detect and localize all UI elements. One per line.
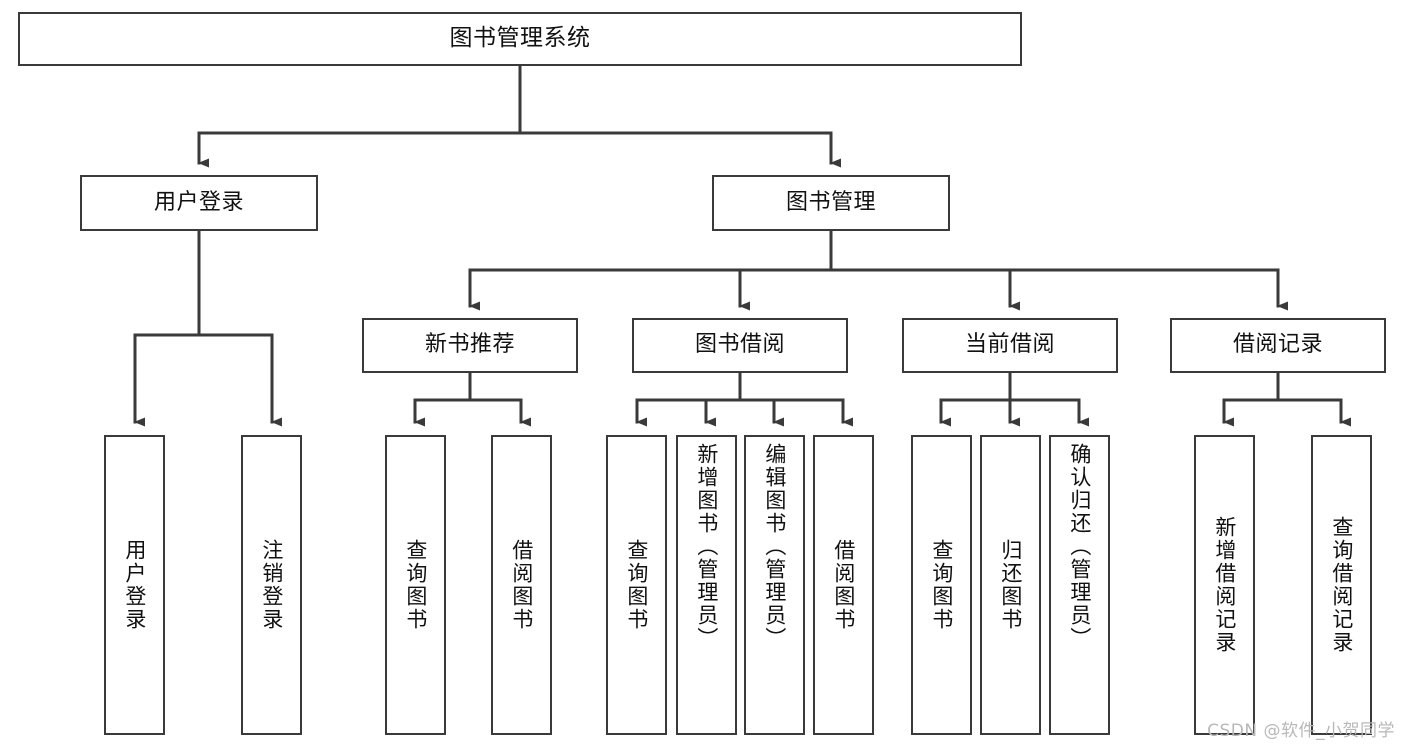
- node-label: 图书借阅: [694, 332, 785, 358]
- node-label: 当前借阅: [964, 332, 1055, 358]
- leaf-new-book-borrow-book[interactable]: 借阅图书: [491, 435, 552, 735]
- node-label: 注销登录: [259, 539, 284, 631]
- csdn-watermark: CSDN @软件_小贺同学: [1207, 721, 1395, 741]
- node-label: 图书管理系统: [449, 25, 591, 52]
- node-label: 查询图书: [929, 539, 954, 631]
- node-label: 新书推荐: [424, 332, 515, 358]
- node-label: 归还图书: [998, 539, 1023, 631]
- node-book-management[interactable]: 图书管理: [712, 175, 950, 231]
- node-root-book-management-system[interactable]: 图书管理系统: [18, 12, 1022, 66]
- leaf-borrow-add-book-admin[interactable]: 新增图书（管理员）: [676, 435, 737, 735]
- node-label: 查询借阅记录: [1329, 516, 1354, 654]
- node-label: 编辑图书（管理员）: [762, 443, 787, 650]
- leaf-borrow-query-book[interactable]: 查询图书: [606, 435, 667, 735]
- node-label: 查询图书: [624, 539, 649, 631]
- leaf-user-login-logout[interactable]: 注销登录: [241, 435, 302, 735]
- leaf-current-query-book[interactable]: 查询图书: [911, 435, 972, 735]
- node-label: 用户登录: [153, 189, 244, 215]
- leaf-records-add-record[interactable]: 新增借阅记录: [1194, 435, 1255, 735]
- leaf-user-login-login[interactable]: 用户登录: [104, 435, 165, 735]
- node-label: 新增图书（管理员）: [694, 443, 719, 650]
- node-label: 查询图书: [403, 539, 428, 631]
- leaf-borrow-borrow-book[interactable]: 借阅图书: [813, 435, 874, 735]
- node-label: 借阅图书: [509, 539, 534, 631]
- node-user-login[interactable]: 用户登录: [80, 175, 318, 231]
- node-book-borrow[interactable]: 图书借阅: [632, 318, 848, 373]
- node-current-borrow[interactable]: 当前借阅: [902, 318, 1118, 373]
- leaf-records-query-record[interactable]: 查询借阅记录: [1311, 435, 1372, 735]
- node-label: 借阅图书: [831, 539, 856, 631]
- node-label: 借阅记录: [1232, 332, 1323, 358]
- leaf-current-confirm-return-admin[interactable]: 确认归还（管理员）: [1049, 435, 1110, 735]
- node-label: 图书管理: [785, 189, 876, 215]
- leaf-borrow-edit-book-admin[interactable]: 编辑图书（管理员）: [744, 435, 805, 735]
- node-borrow-records[interactable]: 借阅记录: [1170, 318, 1386, 373]
- node-new-book-recommend[interactable]: 新书推荐: [362, 318, 578, 373]
- node-label: 用户登录: [122, 539, 147, 631]
- node-label: 新增借阅记录: [1212, 516, 1237, 654]
- leaf-current-return-book[interactable]: 归还图书: [980, 435, 1041, 735]
- node-label: 确认归还（管理员）: [1067, 443, 1092, 650]
- leaf-new-book-query-book[interactable]: 查询图书: [385, 435, 446, 735]
